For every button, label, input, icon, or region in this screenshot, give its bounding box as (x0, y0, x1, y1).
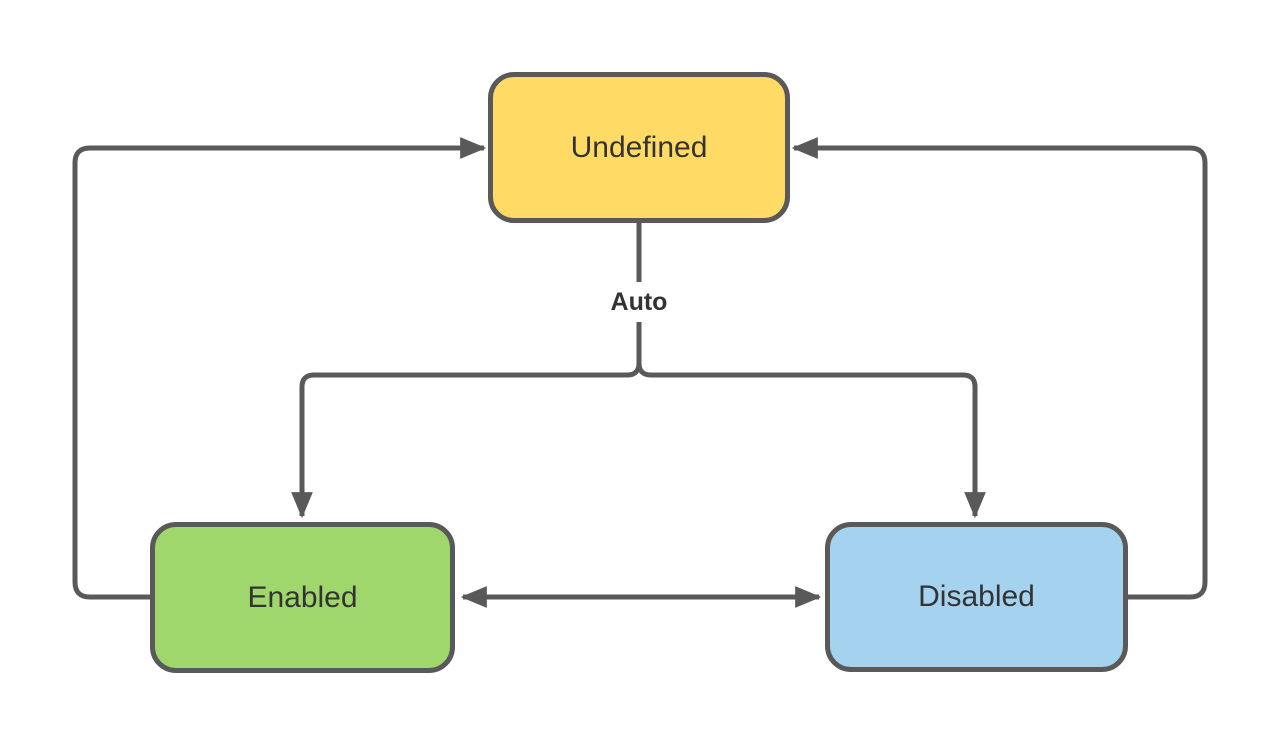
node-undefined-label: Undefined (570, 130, 708, 164)
node-disabled[interactable]: Disabled (825, 522, 1128, 672)
edge-undefined-to-enabled[interactable] (291, 223, 642, 519)
edge-label-auto: Auto (597, 282, 681, 322)
node-enabled[interactable]: Enabled (150, 522, 455, 673)
node-enabled-label: Enabled (247, 580, 358, 614)
node-undefined[interactable]: Undefined (488, 72, 790, 223)
edge-disabled-to-undefined[interactable] (791, 137, 1208, 600)
node-disabled-label: Disabled (918, 580, 1035, 613)
edge-enabled-to-undefined[interactable] (72, 137, 487, 600)
edge-undefined-to-disabled[interactable] (636, 223, 986, 519)
